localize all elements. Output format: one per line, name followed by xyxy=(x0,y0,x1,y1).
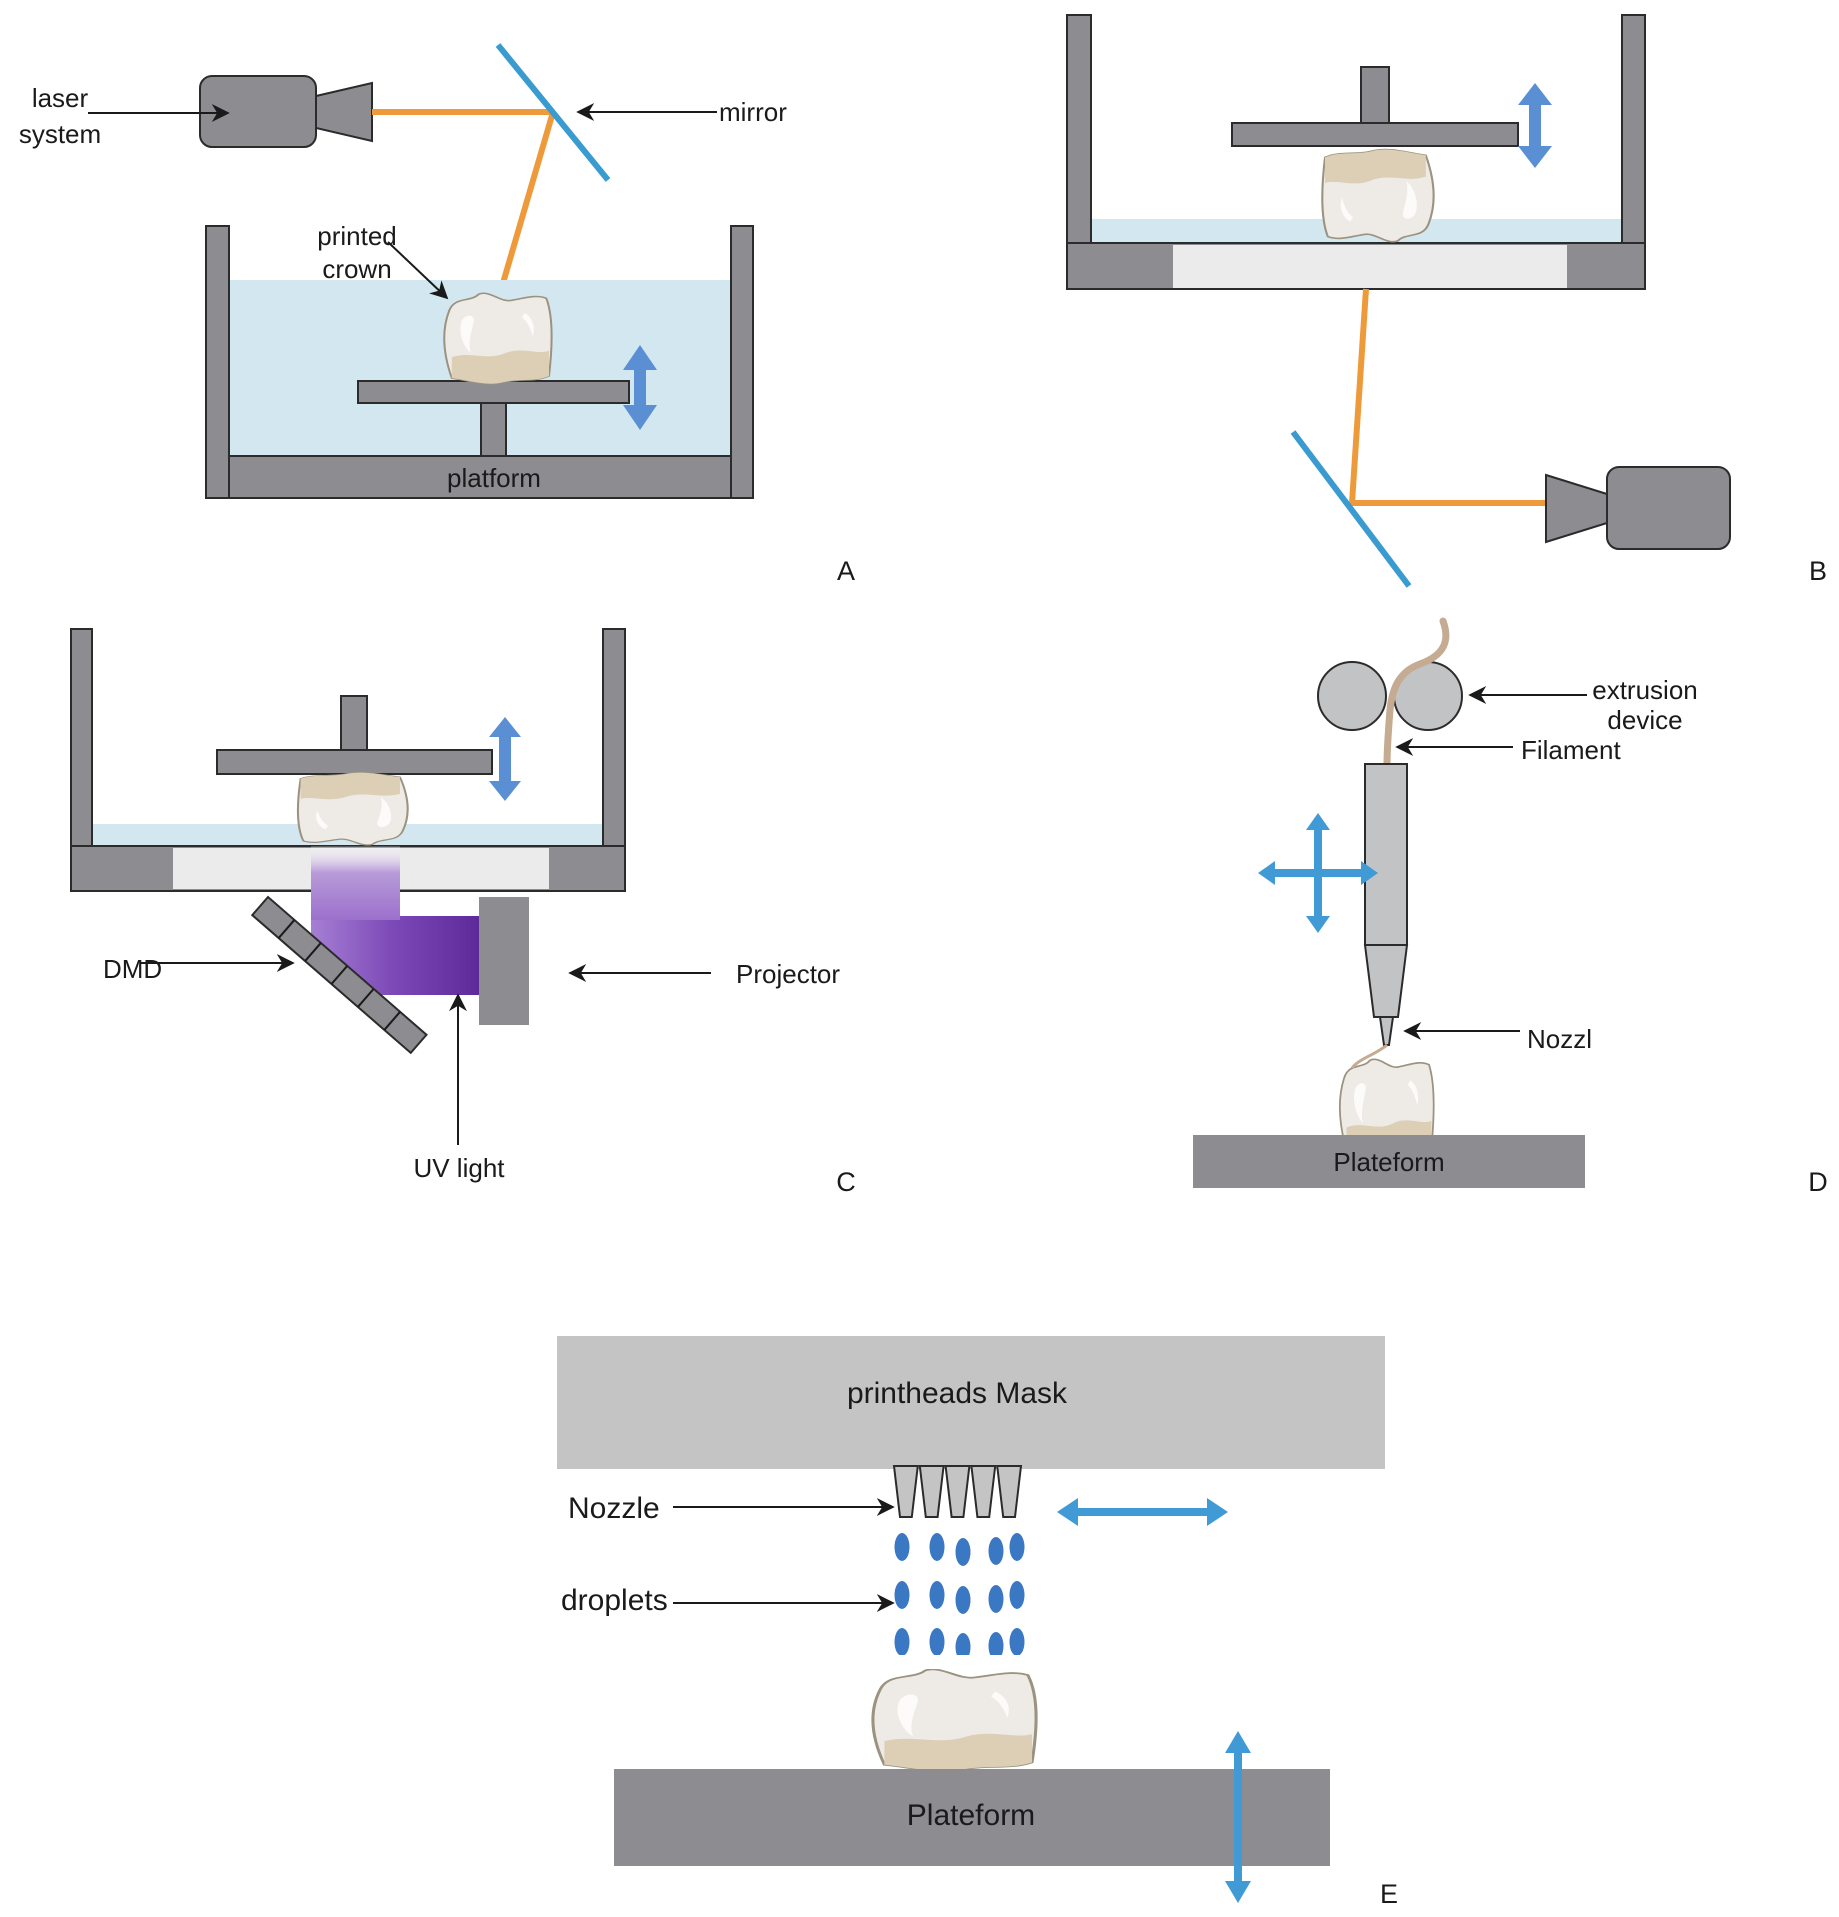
droplet xyxy=(1009,1628,1025,1656)
panel-letter-a: A xyxy=(837,556,855,586)
laser-beam xyxy=(1348,288,1546,506)
vat-wall-left xyxy=(205,225,230,499)
printhead-nozzle xyxy=(996,1465,1023,1518)
panel-c: DMD Projector UV light C xyxy=(70,628,856,1197)
laser-source-body xyxy=(1606,466,1731,550)
panel-letter-b: B xyxy=(1809,556,1827,586)
label-laser: laser xyxy=(32,83,89,113)
printed-crown xyxy=(296,771,409,847)
printhead-nozzle xyxy=(892,1465,919,1518)
label-device: device xyxy=(1607,705,1682,735)
horizontal-motion-arrow-icon xyxy=(1057,1498,1228,1526)
label-droplets: droplets xyxy=(561,1584,668,1617)
mirror xyxy=(495,43,611,182)
platform-base xyxy=(228,455,732,499)
build-platform xyxy=(1193,1135,1585,1188)
label-nozzle: Nozzle xyxy=(568,1492,660,1525)
vertical-motion-arrow-icon xyxy=(623,345,657,430)
extruder-barrel xyxy=(1364,763,1408,946)
laser-source-cone xyxy=(1545,473,1608,544)
build-platform xyxy=(614,1769,1330,1866)
build-plate xyxy=(1231,122,1519,147)
build-plate-stem xyxy=(480,399,507,457)
label-filament: Filament xyxy=(1521,735,1621,765)
label-uv-light: UV light xyxy=(413,1153,505,1183)
droplet xyxy=(988,1585,1004,1613)
droplet xyxy=(1009,1581,1025,1609)
build-plate xyxy=(216,749,493,775)
label-system: system xyxy=(19,119,101,149)
droplet xyxy=(894,1581,910,1609)
label-projector: Projector xyxy=(736,959,840,989)
filament xyxy=(1383,617,1450,769)
printhead-mask xyxy=(557,1336,1385,1469)
vat-wall-left xyxy=(70,628,93,847)
label-printheads-mask: printheads Mask xyxy=(847,1377,1068,1410)
build-plate-stem xyxy=(340,695,368,753)
droplet xyxy=(894,1628,910,1656)
droplet xyxy=(955,1586,971,1614)
droplet xyxy=(955,1633,971,1661)
label-printed: printed xyxy=(317,221,397,251)
label-crown: crown xyxy=(322,254,391,284)
crown-cutoff xyxy=(860,1655,1060,1669)
laser-source-body xyxy=(199,75,317,148)
printhead-nozzle xyxy=(918,1465,945,1518)
droplet xyxy=(894,1533,910,1561)
panel-a: laser system mirror printed crown platfo… xyxy=(19,43,855,586)
extrusion-roller-left xyxy=(1317,661,1387,731)
extruder-taper xyxy=(1363,944,1409,1018)
label-plateform: Plateform xyxy=(1333,1147,1444,1177)
vat-wall-right xyxy=(1621,14,1646,244)
label-plateform: Plateform xyxy=(907,1799,1035,1832)
mirror xyxy=(1290,430,1412,588)
printhead-nozzle xyxy=(970,1465,997,1518)
droplet xyxy=(929,1533,945,1561)
uv-beam-vertical xyxy=(311,846,400,921)
printhead-nozzles xyxy=(892,1465,1023,1518)
label-dmd: DMD xyxy=(103,954,162,984)
label-nozzl: Nozzl xyxy=(1527,1024,1592,1054)
vat-wall-left xyxy=(1066,14,1092,244)
panel-letter-e: E xyxy=(1380,1879,1398,1909)
build-plate-stem xyxy=(1360,66,1390,126)
crown-pointer-arrow xyxy=(387,241,449,300)
extruder-nozzle-tip xyxy=(1378,1016,1395,1046)
label-platform: platform xyxy=(447,463,541,493)
vertical-motion-arrow-icon xyxy=(1225,1731,1251,1903)
vat-wall-right xyxy=(602,628,626,847)
printed-crown xyxy=(871,1667,1038,1773)
laser-beam-reflected xyxy=(493,111,556,308)
panel-d: extrusion device Filament Nozzl Platefor… xyxy=(1193,617,1828,1197)
transparent-window xyxy=(1173,245,1567,288)
printed-crown xyxy=(443,292,553,385)
projector xyxy=(479,897,529,1025)
droplet xyxy=(988,1632,1004,1660)
xyz-motion-arrow-icon xyxy=(1258,813,1378,933)
label-mirror: mirror xyxy=(719,97,787,127)
droplet xyxy=(1009,1533,1025,1561)
droplet xyxy=(929,1628,945,1656)
droplets xyxy=(894,1533,1025,1661)
panel-b: B xyxy=(1066,14,1827,588)
panel-e: printheads Mask Nozzle droplets Platefor… xyxy=(557,1336,1398,1909)
laser-source-cone xyxy=(315,81,373,143)
droplet xyxy=(929,1581,945,1609)
vertical-motion-arrow-icon xyxy=(489,717,521,801)
panel-letter-c: C xyxy=(836,1167,856,1197)
vat-wall-right xyxy=(730,225,754,499)
vertical-motion-arrow-icon xyxy=(1518,83,1552,168)
droplet xyxy=(988,1537,1004,1565)
printhead-nozzle xyxy=(944,1465,971,1518)
extruded-strand xyxy=(1350,1043,1388,1070)
dmd-mirror-array xyxy=(250,895,428,1055)
printed-crown xyxy=(1321,148,1435,243)
label-extrusion: extrusion xyxy=(1592,675,1698,705)
panel-letter-d: D xyxy=(1808,1167,1828,1197)
droplet xyxy=(955,1538,971,1566)
